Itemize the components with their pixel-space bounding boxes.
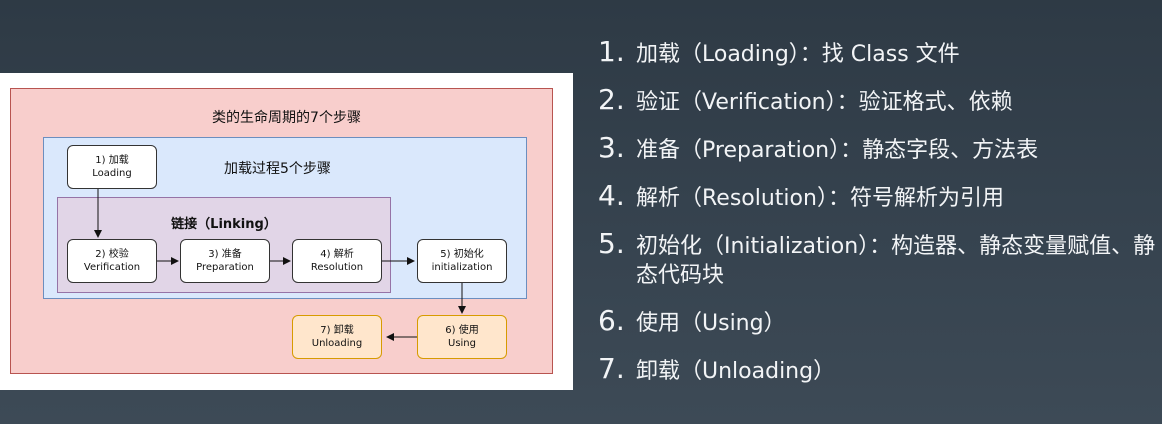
node-preparation-label: Preparation <box>196 262 254 273</box>
node-initialization: 5) 初始化 initialization <box>417 239 507 283</box>
diagram-panel: 类的生命周期的7个步骤 加载过程5个步骤 链接（Linking） 1) 加载 L… <box>0 73 573 390</box>
node-resolution-step: 4) 解析 <box>320 249 354 260</box>
step-text: 初始化（Initialization）：构造器、静态变量赋值、静态代码块 <box>636 234 1156 288</box>
node-verification-label: Verification <box>83 262 141 273</box>
step-number: 7. <box>598 352 625 385</box>
step-number: 2. <box>598 83 625 116</box>
node-verification: 2) 校验 Verification <box>67 239 157 283</box>
node-loading-step: 1) 加载 <box>95 155 129 166</box>
node-using: 6) 使用 Using <box>417 315 507 359</box>
steps-list: 1. 加载（Loading）：找 Class 文件 2. 验证（Verifica… <box>598 38 1158 403</box>
step-number: 3. <box>598 131 625 164</box>
step-number: 6. <box>598 304 625 337</box>
node-initialization-step: 5) 初始化 <box>440 249 484 260</box>
node-resolution-label: Resolution <box>310 262 364 273</box>
node-preparation-step: 3) 准备 <box>208 249 242 260</box>
list-item: 3. 准备（Preparation）：静态字段、方法表 <box>598 134 1158 165</box>
node-preparation: 3) 准备 Preparation <box>180 239 270 283</box>
step-text: 使用（Using） <box>636 311 786 336</box>
node-loading-label: Loading <box>92 168 132 179</box>
step-text: 卸载（Unloading） <box>636 359 836 384</box>
list-item: 7. 卸载（Unloading） <box>598 355 1158 386</box>
step-number: 5. <box>598 227 625 260</box>
node-loading: 1) 加载 Loading <box>67 145 157 189</box>
step-text: 准备（Preparation）：静态字段、方法表 <box>636 138 1039 163</box>
list-item: 4. 解析（Resolution）：符号解析为引用 <box>598 182 1158 213</box>
node-initialization-label: initialization <box>431 262 493 273</box>
step-text: 解析（Resolution）：符号解析为引用 <box>636 186 1004 211</box>
step-number: 1. <box>598 35 625 68</box>
lifecycle-title: 类的生命周期的7个步骤 <box>212 110 361 126</box>
node-unloading: 7) 卸载 Unloading <box>292 315 382 359</box>
node-verification-step: 2) 校验 <box>95 249 129 260</box>
list-item: 2. 验证（Verification）：验证格式、依赖 <box>598 86 1158 117</box>
step-text: 加载（Loading）：找 Class 文件 <box>636 42 960 67</box>
loading-process-title: 加载过程5个步骤 <box>224 161 331 177</box>
list-item: 1. 加载（Loading）：找 Class 文件 <box>598 38 1158 69</box>
flow-arrows <box>94 189 466 341</box>
node-unloading-step: 7) 卸载 <box>320 325 354 336</box>
step-number: 4. <box>598 179 625 212</box>
node-using-label: Using <box>448 338 476 349</box>
linking-title: 链接（Linking） <box>171 217 277 232</box>
node-using-step: 6) 使用 <box>445 325 479 336</box>
list-item: 6. 使用（Using） <box>598 307 1158 338</box>
step-text: 验证（Verification）：验证格式、依赖 <box>636 90 1013 115</box>
node-unloading-label: Unloading <box>311 338 363 349</box>
list-item: 5. 初始化（Initialization）：构造器、静态变量赋值、静态代码块 <box>598 230 1158 290</box>
node-resolution: 4) 解析 Resolution <box>292 239 382 283</box>
